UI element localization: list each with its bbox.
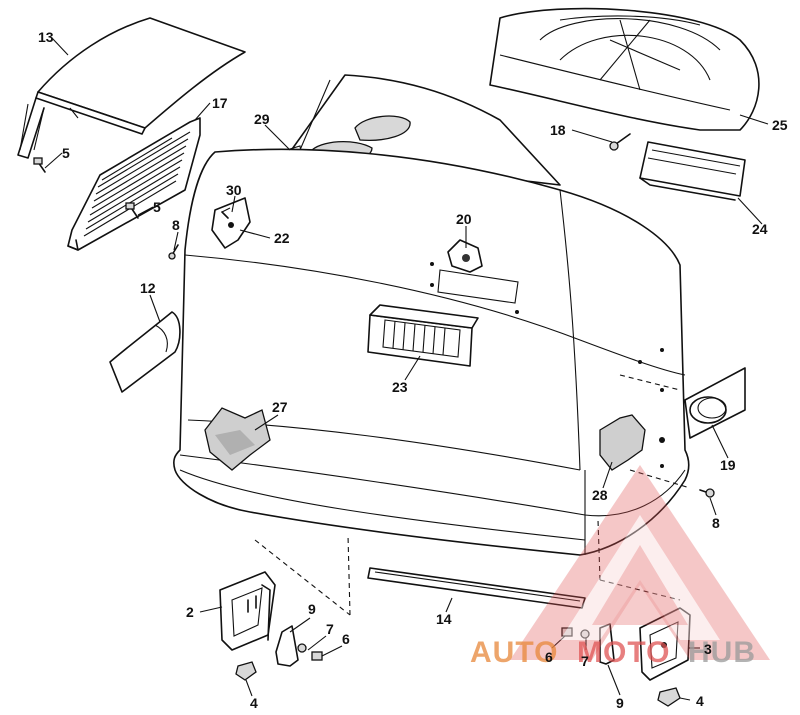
callout-9: 9: [616, 695, 624, 711]
part-22-bracket: [211, 197, 251, 249]
part-24-intake: [639, 141, 746, 201]
callout-6: 6: [342, 631, 350, 647]
callout-30: 30: [226, 182, 242, 198]
callout-20: 20: [456, 211, 472, 227]
callout-24: 24: [752, 221, 768, 237]
part-13-top-cover: [17, 17, 246, 159]
part-17-grille: [67, 117, 201, 251]
callout-8: 8: [712, 515, 720, 531]
mounting-holes: [430, 262, 665, 468]
part-27-foam-pad: [204, 407, 271, 471]
callout-5: 5: [153, 199, 161, 215]
part-9-clip-left: [275, 625, 299, 667]
part-28-foam-pad: [599, 414, 646, 471]
callout-14: 14: [436, 611, 452, 627]
callout-labels: 13 5 17 5 29 30 22 8 12 20 18 25 24 23 2…: [38, 29, 788, 711]
callout-4: 4: [250, 695, 258, 711]
svg-text:HUB: HUB: [688, 636, 756, 669]
part-9-clip-right: [599, 623, 615, 665]
part-14-trim: [367, 567, 586, 609]
guide-lines: [254, 374, 691, 616]
callout-7: 7: [326, 621, 334, 637]
callout-27: 27: [272, 399, 288, 415]
watermark-logo-text: AUTO MOTO HUB: [470, 636, 756, 669]
part-19-decal: [684, 367, 746, 439]
svg-text:MOTO: MOTO: [577, 636, 670, 669]
callout-13: 13: [38, 29, 54, 45]
part-3-bracket: [639, 607, 691, 681]
part-25-silencer: [489, 7, 760, 131]
callout-19: 19: [720, 457, 736, 473]
callout-29: 29: [254, 111, 270, 127]
callout-8: 8: [172, 217, 180, 233]
callout-17: 17: [212, 95, 228, 111]
callout-3: 3: [704, 641, 712, 657]
callout-23: 23: [392, 379, 408, 395]
callout-4: 4: [696, 693, 704, 709]
callout-12: 12: [140, 280, 156, 296]
callout-7: 7: [581, 653, 589, 669]
part-12-decal: [109, 311, 181, 393]
callout-18: 18: [550, 122, 566, 138]
leader-lines: [44, 37, 769, 701]
watermark: [510, 465, 770, 660]
svg-text:AUTO: AUTO: [470, 636, 558, 669]
part-23-vent: [367, 304, 479, 367]
callout-22: 22: [274, 230, 290, 246]
part-20-bracket: [447, 239, 483, 273]
callout-28: 28: [592, 487, 608, 503]
callout-2: 2: [186, 604, 194, 620]
callout-9: 9: [308, 601, 316, 617]
callout-5: 5: [62, 145, 70, 161]
part-2-bracket: [219, 571, 276, 651]
callout-6: 6: [545, 649, 553, 665]
callout-25: 25: [772, 117, 788, 133]
